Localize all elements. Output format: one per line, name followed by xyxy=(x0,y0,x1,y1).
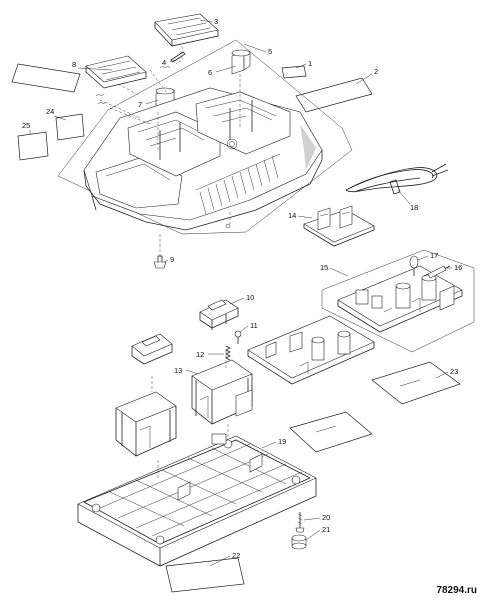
secondary-pcb xyxy=(247,315,375,385)
part-8-label xyxy=(11,63,81,93)
part-number-24: 24 xyxy=(46,107,54,116)
part-17-part xyxy=(409,255,419,276)
part-25-label xyxy=(17,131,49,161)
part-23-sheet xyxy=(371,361,461,405)
part-2-label xyxy=(295,77,373,113)
part-numbers: 1 2 3 4 5 6 7 8 9 10 11 12 13 14 15 16 1… xyxy=(22,17,462,560)
part-number-10: 10 xyxy=(246,293,254,302)
part-15-main-pcb xyxy=(337,265,463,333)
part-number-7: 7 xyxy=(138,100,142,109)
part-number-13: 13 xyxy=(174,366,182,375)
part-number-15: 15 xyxy=(320,263,328,272)
part-3-slide-cover xyxy=(154,13,219,47)
watermark-text: 78294.ru xyxy=(436,585,477,596)
part-number-9: 9 xyxy=(170,255,174,264)
part-6-cap xyxy=(231,49,251,75)
upper-housing xyxy=(83,46,323,231)
part-number-23: 23 xyxy=(450,367,458,376)
part-number-17: 17 xyxy=(430,251,438,260)
part-15-boundary xyxy=(321,249,475,353)
part-22-label xyxy=(165,557,245,593)
lower-base xyxy=(77,424,317,567)
part-number-12: 12 xyxy=(196,350,204,359)
part-11-screw xyxy=(234,330,242,344)
small-springs xyxy=(95,65,171,105)
part-number-2: 2 xyxy=(374,67,378,76)
part-number-8: 8 xyxy=(72,60,76,69)
part-1-label xyxy=(281,65,307,79)
part-5-boundary xyxy=(57,39,353,235)
part-number-11: 11 xyxy=(250,321,258,330)
part-12-spring xyxy=(225,345,231,361)
part-number-20: 20 xyxy=(322,513,330,522)
leader-lines xyxy=(29,19,452,567)
part-16-fuse xyxy=(423,265,451,279)
part-21-foot xyxy=(291,534,307,550)
part-18-cable xyxy=(345,163,449,195)
part-24-label xyxy=(55,113,85,141)
part-number-19: 19 xyxy=(278,437,286,446)
part-number-22: 22 xyxy=(232,551,240,560)
part-number-16: 16 xyxy=(454,263,462,272)
part-9-screw xyxy=(153,212,231,269)
part-number-18: 18 xyxy=(410,203,418,212)
part-19-sheet xyxy=(289,411,373,453)
part-number-14: 14 xyxy=(288,211,296,220)
part-number-21: 21 xyxy=(322,525,330,534)
part-14-pcb xyxy=(303,205,375,247)
part-13-holder xyxy=(191,350,253,425)
part-number-1: 1 xyxy=(308,59,312,68)
part-number-3: 3 xyxy=(214,17,218,26)
part-number-25: 25 xyxy=(22,121,30,130)
part-number-4: 4 xyxy=(162,58,166,67)
part-number-5: 5 xyxy=(268,47,272,56)
part-20-screw xyxy=(295,512,305,533)
part-10-terminal xyxy=(199,299,239,330)
part-number-6: 6 xyxy=(208,68,212,77)
left-terminal xyxy=(131,333,173,365)
part-8-slide-cover xyxy=(85,55,147,89)
left-holder xyxy=(115,376,177,457)
